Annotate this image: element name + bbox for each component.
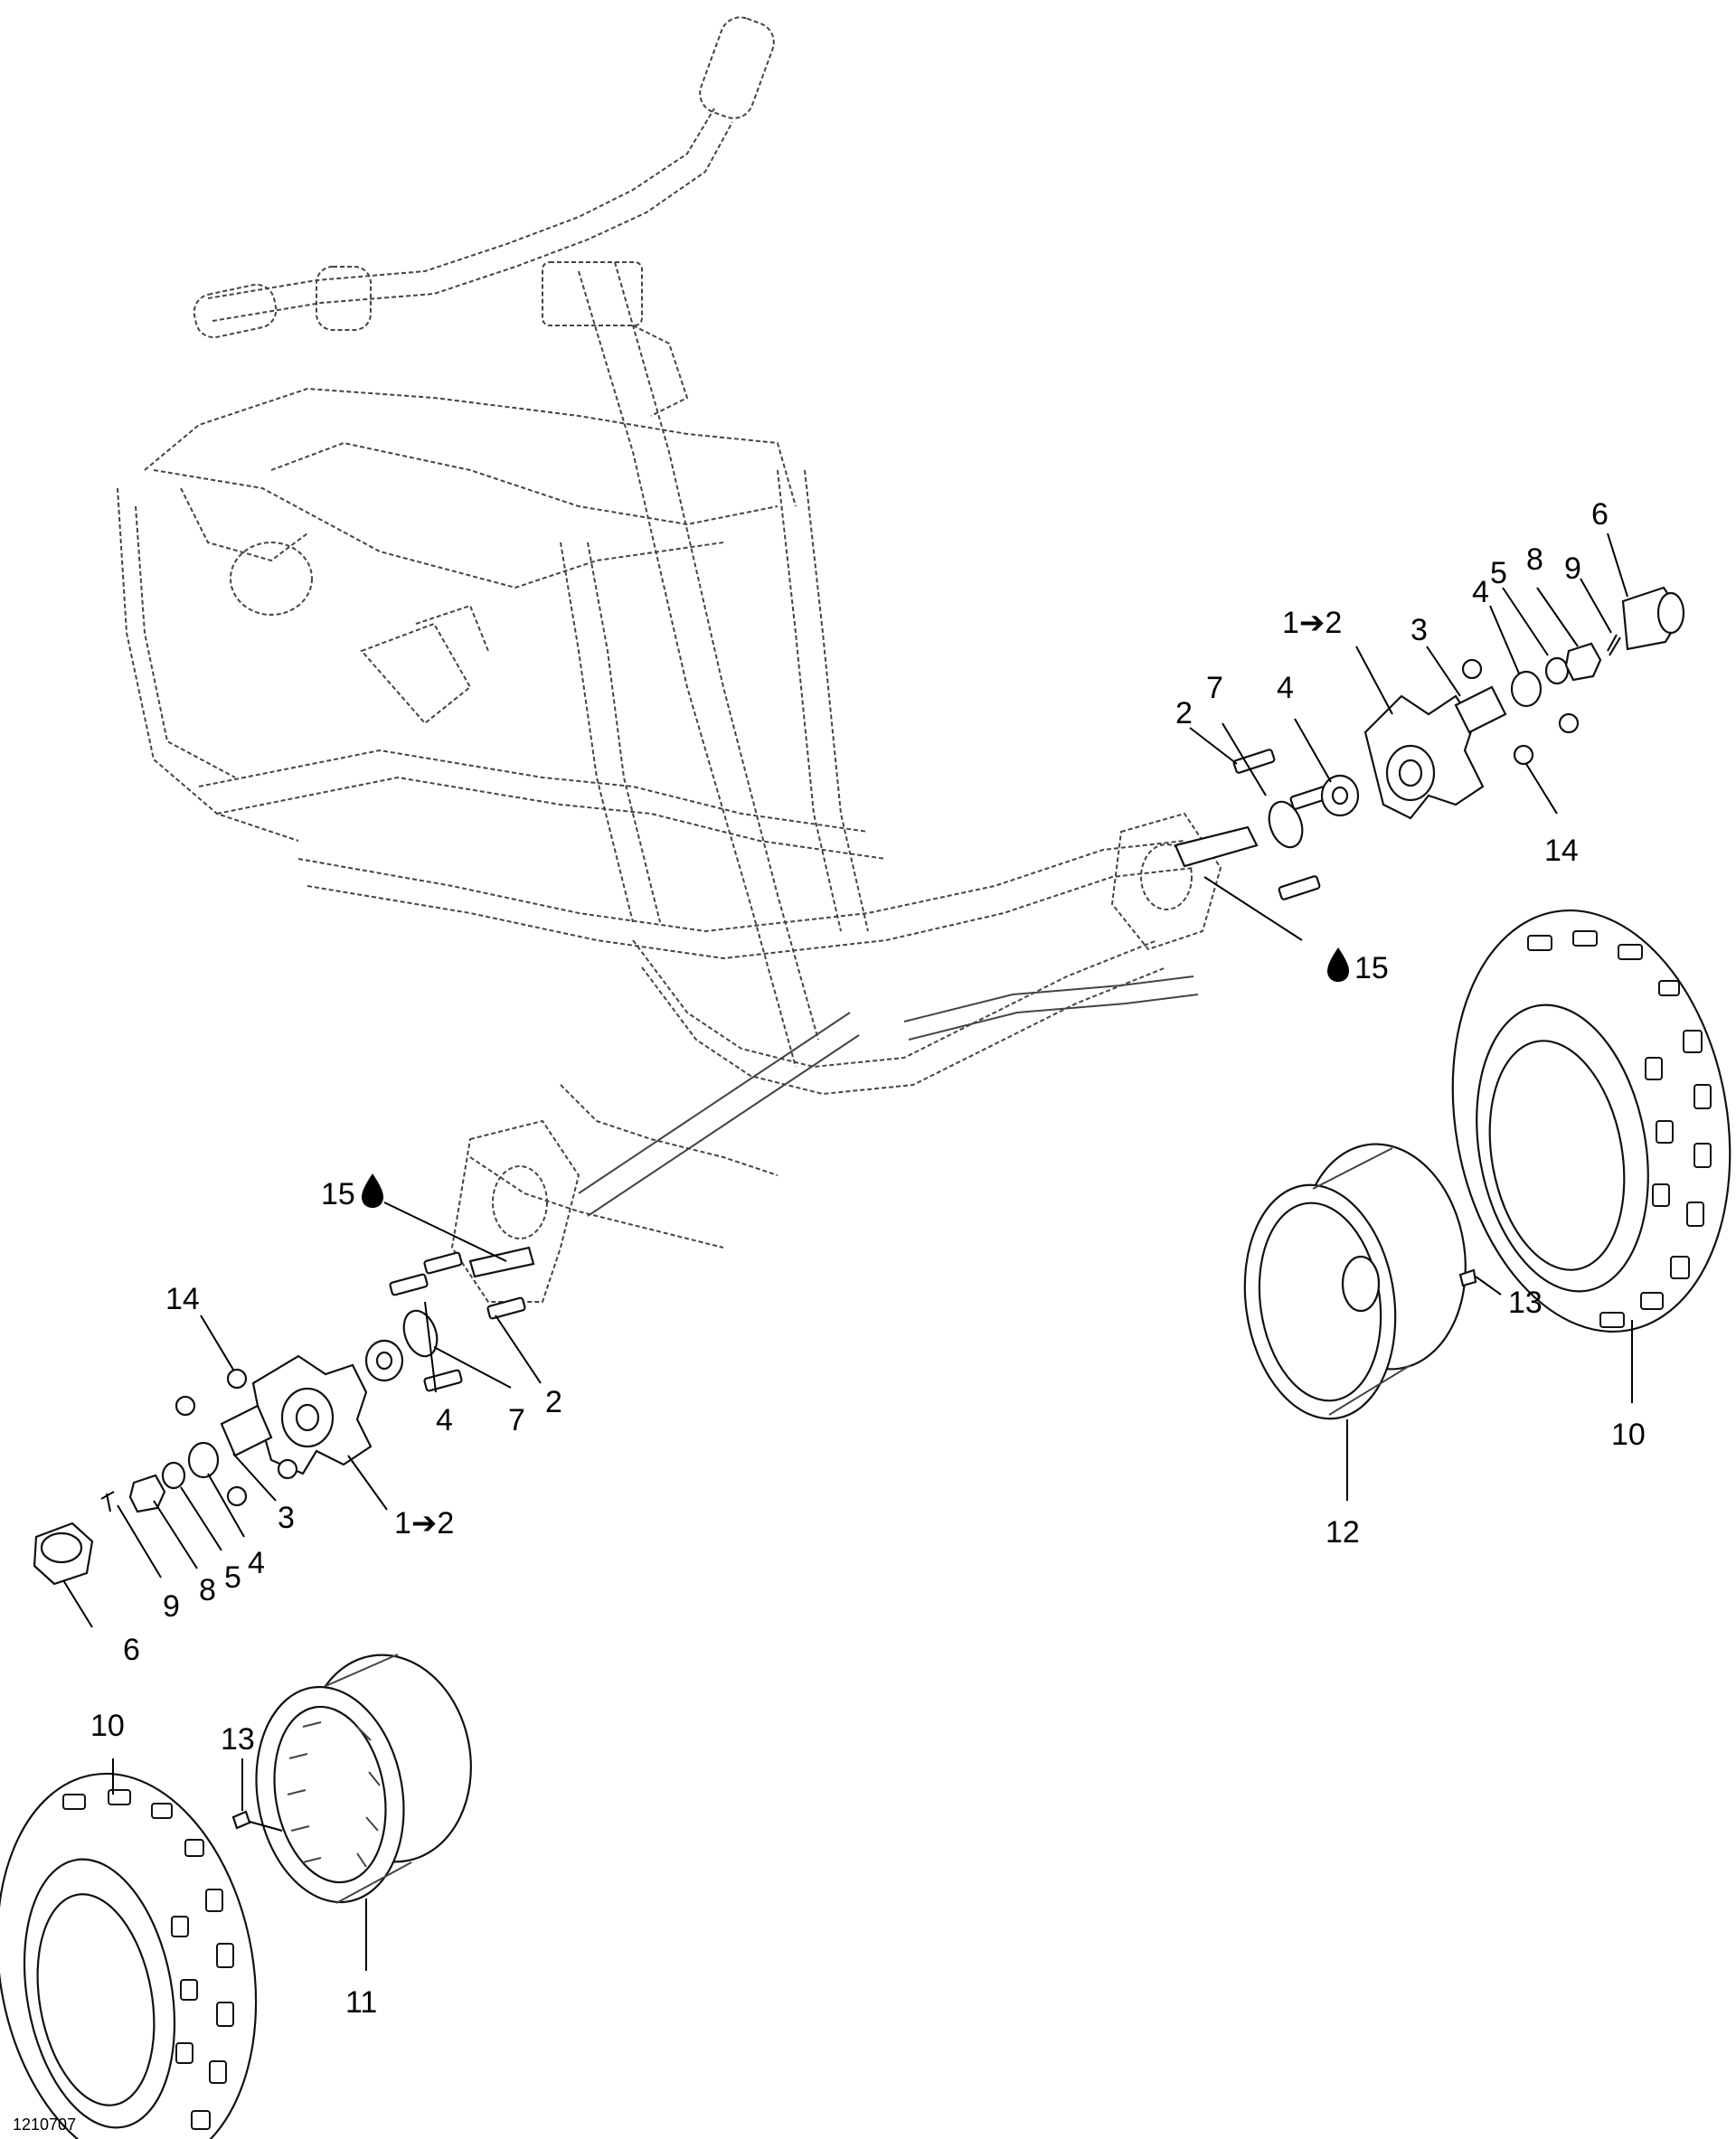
tire-10-right xyxy=(1451,909,1731,1333)
callout-2-lower: 2 xyxy=(545,1385,562,1419)
reference-code: 1210707 xyxy=(13,2115,76,2134)
callout-5-lower: 5 xyxy=(224,1560,241,1595)
callout-12-right: 12 xyxy=(1326,1515,1360,1550)
castle-nut-8-lower xyxy=(128,1474,166,1513)
hub-1-upper xyxy=(1363,694,1485,820)
callout-15-upper: 15 xyxy=(1327,947,1389,985)
nut-14-lower xyxy=(226,1368,248,1390)
rim-11-left xyxy=(255,1654,472,1904)
washer-5-lower xyxy=(161,1461,186,1490)
callout-10-right: 10 xyxy=(1611,1418,1646,1452)
seal-7-upper xyxy=(1268,800,1304,849)
cotter-pin-9-lower xyxy=(100,1491,115,1512)
callout-15-lower: 15 xyxy=(321,1173,383,1211)
callout-13-left: 13 xyxy=(221,1722,255,1757)
callout-3-lower: 3 xyxy=(278,1501,295,1535)
bearing-4-lower-b xyxy=(187,1441,220,1479)
valve-13-left xyxy=(231,1810,251,1830)
valve-13-right xyxy=(1458,1268,1477,1287)
callout-6-upper: 6 xyxy=(1591,497,1609,532)
callout-4b-upper: 4 xyxy=(1472,575,1489,609)
seal-7-lower xyxy=(402,1309,439,1358)
callout-8-lower: 8 xyxy=(199,1573,216,1607)
callout-labels: 1➔2 2 7 4 3 4 5 8 9 6 14 15 15 14 4 7 2 … xyxy=(13,497,1646,2134)
callout-10-left: 10 xyxy=(90,1709,125,1743)
callout-5-upper: 5 xyxy=(1490,556,1507,590)
spacer-3-lower xyxy=(220,1404,273,1457)
tire-10-left xyxy=(0,1772,258,2139)
lower-hub-assembly xyxy=(33,1246,535,1586)
callout-7-upper: 7 xyxy=(1206,671,1223,705)
callout-8-upper: 8 xyxy=(1526,542,1543,577)
hub-cap-6-upper xyxy=(1621,586,1685,651)
callout-3-upper: 3 xyxy=(1410,613,1428,647)
stud-2-upper xyxy=(1232,749,1333,900)
atv-frame xyxy=(117,16,1222,1303)
svg-text:15: 15 xyxy=(321,1177,355,1211)
rim-12-right xyxy=(1243,1143,1467,1420)
callout-11-left: 11 xyxy=(345,1985,377,2020)
callout-2-upper: 2 xyxy=(1175,696,1193,730)
callout-9-upper: 9 xyxy=(1564,551,1581,586)
leader-lines xyxy=(62,532,1633,1971)
castle-nut-8-upper xyxy=(1564,642,1602,682)
upper-hub-assembly xyxy=(1174,586,1685,900)
callout-4b-lower: 4 xyxy=(248,1546,265,1580)
bearing-4-upper-b xyxy=(1510,670,1543,708)
callout-1-lower: 1➔2 xyxy=(394,1506,454,1541)
hub-1-lower xyxy=(251,1354,373,1475)
callout-4-lower: 4 xyxy=(436,1403,453,1437)
callout-6-lower: 6 xyxy=(123,1633,140,1667)
callout-1-upper: 1➔2 xyxy=(1282,606,1342,640)
callout-7-lower: 7 xyxy=(508,1403,525,1437)
oil-drop-icon xyxy=(362,1173,383,1208)
callout-4-upper: 4 xyxy=(1277,671,1294,705)
callout-14-upper: 14 xyxy=(1544,834,1579,868)
nut-14-upper xyxy=(1461,658,1483,680)
callout-14-lower: 14 xyxy=(165,1282,200,1316)
svg-text:15: 15 xyxy=(1354,951,1389,985)
callout-9-lower: 9 xyxy=(163,1589,180,1624)
hub-cap-6-lower xyxy=(33,1522,94,1586)
washer-5-upper xyxy=(1544,656,1570,685)
stud-2-lower xyxy=(389,1251,526,1392)
oil-drop-icon xyxy=(1327,947,1349,982)
callout-13-right: 13 xyxy=(1508,1286,1543,1320)
cotter-pin-9-upper xyxy=(1607,634,1621,656)
